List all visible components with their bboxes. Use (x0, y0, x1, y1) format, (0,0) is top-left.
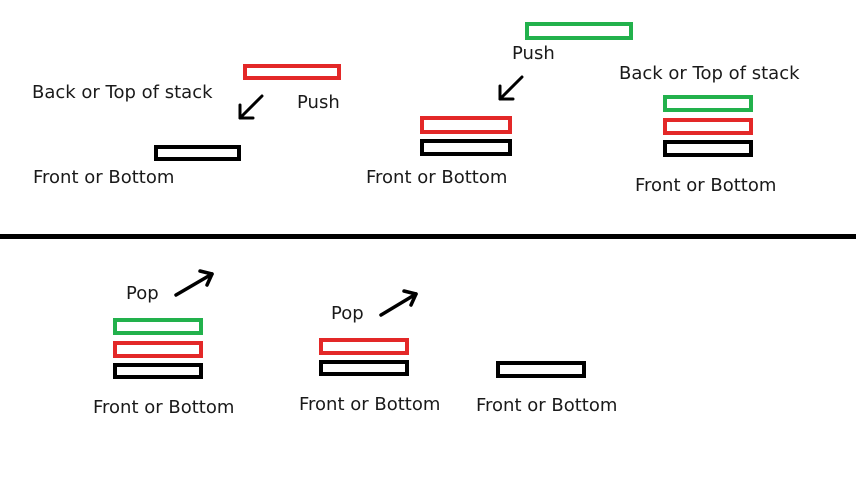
section-divider (0, 234, 856, 239)
pop-label: Pop (126, 283, 159, 304)
front-bottom-label: Front or Bottom (366, 167, 508, 188)
stack-block-red (113, 341, 203, 358)
incoming-red-block (243, 64, 341, 80)
stack-block-black (420, 139, 512, 156)
push-label: Push (297, 92, 340, 113)
stack-block-black (154, 145, 241, 161)
stack-block-red (663, 118, 753, 135)
push-arrow-icon (498, 75, 524, 101)
stack-block-black (663, 140, 753, 157)
front-bottom-label: Front or Bottom (93, 397, 235, 418)
back-top-label: Back or Top of stack (32, 82, 213, 103)
pop-arrow-icon (379, 289, 418, 317)
pop-arrow-icon (174, 269, 214, 297)
back-top-label: Back or Top of stack (619, 63, 800, 84)
stack-block-black (113, 363, 203, 379)
stack-block-black (496, 361, 586, 378)
pop-label: Pop (331, 303, 364, 324)
stack-block-green (113, 318, 203, 335)
stack-block-black (319, 360, 409, 376)
push-label: Push (512, 43, 555, 64)
stack-block-red (420, 116, 512, 134)
front-bottom-label: Front or Bottom (33, 167, 175, 188)
front-bottom-label: Front or Bottom (476, 395, 618, 416)
incoming-green-block (525, 22, 633, 40)
stack-block-red (319, 338, 409, 355)
stack-block-green (663, 95, 753, 112)
front-bottom-label: Front or Bottom (299, 394, 441, 415)
push-arrow-icon (238, 94, 264, 120)
front-bottom-label: Front or Bottom (635, 175, 777, 196)
